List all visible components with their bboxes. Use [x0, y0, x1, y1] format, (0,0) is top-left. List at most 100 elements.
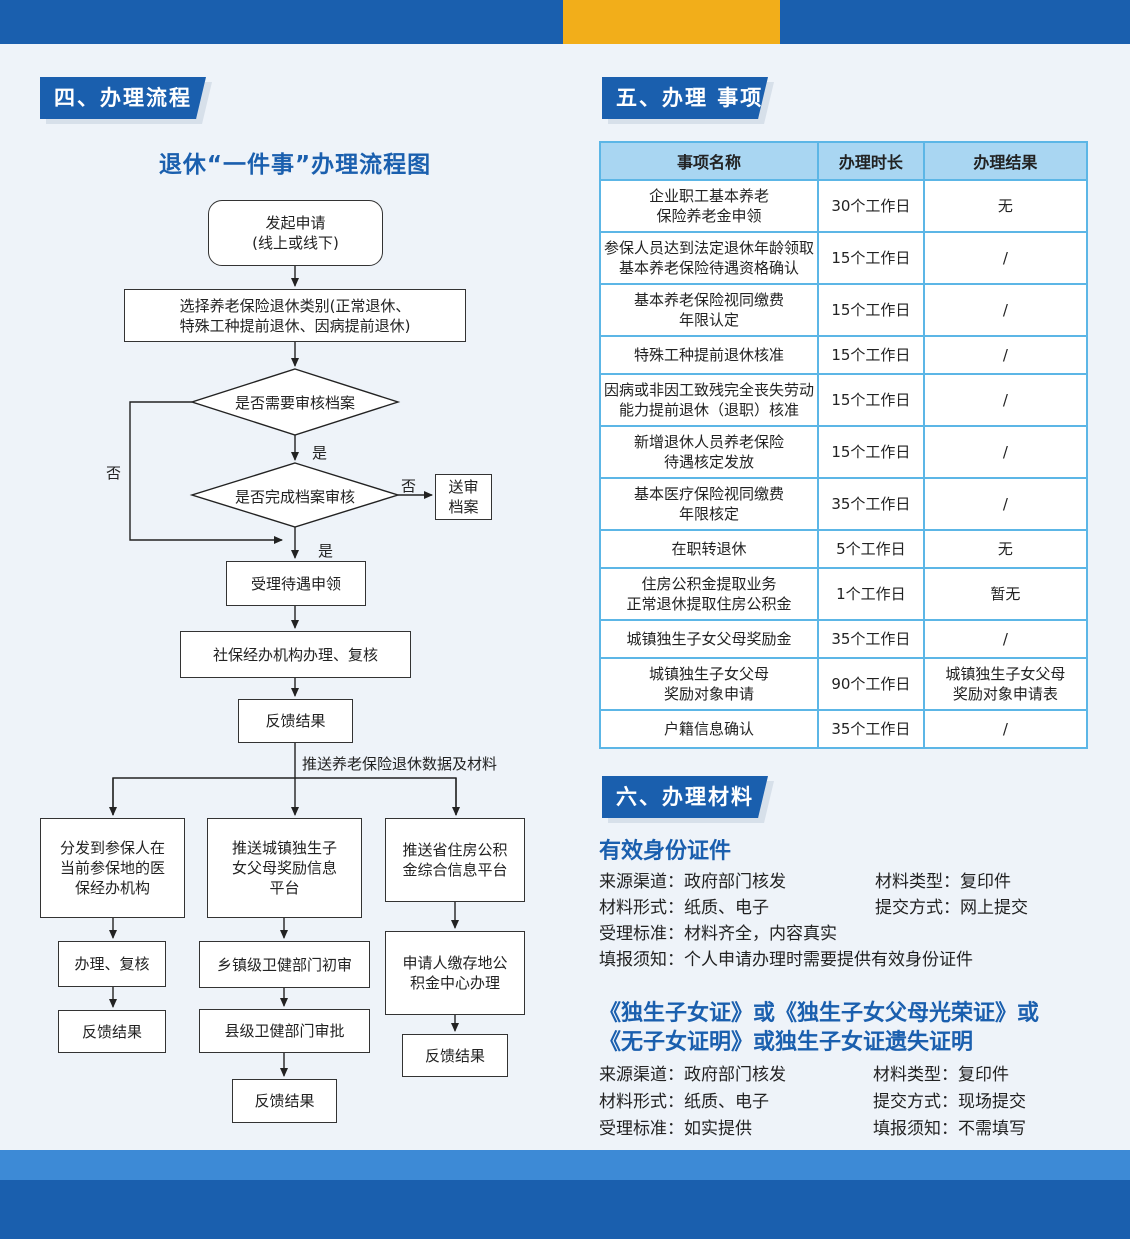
flow-b3-feedback-box: 反馈结果 — [402, 1034, 508, 1077]
table-cell-result: 无 — [922, 179, 1089, 233]
flow-send-archive-line: 档案 — [448, 498, 479, 516]
table-cell-time: 1个工作日 — [817, 567, 925, 621]
table-cell-result: / — [922, 283, 1089, 337]
table-cell-result: / — [922, 231, 1089, 285]
table-cell-line: 企业职工基本养老 — [649, 187, 770, 205]
material-field: 材料形式：纸质、电子 — [599, 898, 769, 918]
table-cell-line: / — [1002, 720, 1008, 738]
flow-branch-line: 女父母奖励信息 — [231, 859, 337, 877]
flow-b3-fund-box: 申请人缴存地公积金中心办理 — [385, 931, 525, 1015]
table-cell-line: 户籍信息确认 — [664, 720, 755, 738]
flow-accept-box: 受理待遇申领 — [226, 561, 366, 606]
material-field: 提交方式：现场提交 — [873, 1092, 1026, 1112]
flow-social-review-box: 社保经办机构办理、复核 — [180, 631, 411, 678]
table-cell-line: 保险养老金申领 — [656, 207, 762, 225]
flow-no-label: 否 — [401, 477, 417, 495]
flow-start-line: 发起申请 — [265, 214, 326, 232]
table-cell-line: / — [1002, 249, 1008, 267]
table-cell-line: / — [1002, 301, 1008, 319]
table-cell-result: / — [922, 335, 1089, 375]
table-cell-line: 在职转退休 — [671, 540, 747, 558]
table-cell-line: 奖励对象申请表 — [952, 685, 1058, 703]
top-banner-accent — [563, 0, 780, 44]
flow-b2-feedback-box: 反馈结果 — [232, 1079, 337, 1123]
table-cell-name: 在职转退休 — [598, 529, 820, 569]
flow-branch-fund-box: 推送省住房公积金综合信息平台 — [385, 818, 525, 902]
material-field: 提交方式：网上提交 — [875, 898, 1028, 918]
table-cell-name: 基本养老保险视同缴费年限认定 — [598, 283, 820, 337]
flow-branch-line: 当前参保地的医 — [59, 859, 165, 877]
flow-feedback-box: 反馈结果 — [238, 699, 353, 743]
material-certificate-title: 《无子女证明》或独生子女证遗失证明 — [599, 1030, 974, 1055]
table-cell-line: 无 — [997, 197, 1013, 215]
material-field: 填报须知：不需填写 — [873, 1119, 1026, 1139]
table-cell-line: 能力提前退休（退职）核准 — [619, 401, 800, 419]
table-cell-line: 年限认定 — [679, 311, 740, 329]
table-cell-line: 基本养老保险待遇资格确认 — [619, 259, 800, 277]
table-cell-line: 基本医疗保险视同缴费 — [634, 485, 785, 503]
table-cell-line: 暂无 — [990, 585, 1021, 603]
table-cell-line: 正常退休提取住房公积金 — [626, 595, 792, 613]
flow-send-archive-line: 送审 — [448, 478, 479, 496]
table-cell-result: / — [922, 425, 1089, 479]
section-title-items: 五、办理 事项 — [602, 77, 768, 119]
table-cell-name: 特殊工种提前退休核准 — [598, 335, 820, 375]
flow-branch-onechild-box: 推送城镇独生子女父母奖励信息平台 — [207, 818, 362, 918]
table-cell-time: 15个工作日 — [817, 283, 925, 337]
material-field: 受理标准：材料齐全，内容真实 — [599, 924, 837, 944]
table-header-cell: 办理结果 — [922, 141, 1089, 181]
table-cell-name: 参保人员达到法定退休年龄领取基本养老保险待遇资格确认 — [598, 231, 820, 285]
table-cell-line: / — [1002, 346, 1008, 364]
table-cell-name: 新增退休人员养老保险待遇核定发放 — [598, 425, 820, 479]
table-cell-time: 15个工作日 — [817, 425, 925, 479]
table-cell-name: 因病或非因工致残完全丧失劳动能力提前退休（退职）核准 — [598, 373, 820, 427]
table-cell-name: 城镇独生子女父母奖励对象申请 — [598, 657, 820, 711]
material-field: 材料类型：复印件 — [875, 872, 1011, 892]
table-cell-line: 新增退休人员养老保险 — [634, 433, 785, 451]
flow-b2-township-box: 乡镇级卫健部门初审 — [199, 941, 370, 988]
flow-branch-line: 分发到参保人在 — [59, 839, 165, 857]
flow-branch-line: 金综合信息平台 — [402, 861, 508, 879]
table-cell-result: 暂无 — [922, 567, 1089, 621]
flowchart-connectors — [109, 266, 460, 1077]
table-cell-time: 35个工作日 — [817, 709, 925, 749]
table-cell-line: / — [1002, 495, 1008, 513]
flow-branch-medical-box: 分发到参保人在当前参保地的医保经办机构 — [40, 818, 185, 918]
table-cell-line: 因病或非因工致残完全丧失劳动 — [604, 381, 815, 399]
table-cell-name: 基本医疗保险视同缴费年限核定 — [598, 477, 820, 531]
material-field: 材料形式：纸质、电子 — [599, 1092, 769, 1112]
table-cell-result: / — [922, 373, 1089, 427]
flow-start-box: 发起申请(线上或线下) — [208, 200, 383, 266]
flow-decision-archive-needed: 是否需要审核档案 — [234, 394, 355, 412]
material-field: 填报须知：个人申请办理时需要提供有效身份证件 — [599, 950, 973, 970]
flow-push-label: 推送养老保险退休数据及材料 — [302, 755, 498, 773]
table-cell-time: 35个工作日 — [817, 477, 925, 531]
table-cell-name: 住房公积金提取业务正常退休提取住房公积金 — [598, 567, 820, 621]
flow-select-box: 选择养老保险退休类别(正常退休、特殊工种提前退休、因病提前退休) — [124, 289, 466, 342]
table-cell-time: 5个工作日 — [817, 529, 925, 569]
table-cell-result: / — [922, 619, 1089, 659]
flowchart-title: 退休“一件事”办理流程图 — [158, 152, 432, 178]
table-cell-line: / — [1002, 391, 1008, 409]
flow-decision-archive-done: 是否完成档案审核 — [234, 488, 355, 506]
flow-b2-county-box: 县级卫健部门审批 — [199, 1009, 370, 1053]
table-cell-name: 企业职工基本养老保险养老金申领 — [598, 179, 820, 233]
table-cell-line: 城镇独生子女父母 — [649, 665, 770, 683]
table-cell-name: 城镇独生子女父母奖励金 — [598, 619, 820, 659]
bottom-banner-stripe — [0, 1150, 1130, 1180]
table-cell-line: 奖励对象申请 — [664, 685, 755, 703]
table-cell-time: 90个工作日 — [817, 657, 925, 711]
flow-no-label: 否 — [106, 464, 122, 482]
flow-select-line: 选择养老保险退休类别(正常退休、 — [179, 296, 411, 315]
material-field: 受理标准：如实提供 — [599, 1119, 752, 1139]
table-cell-line: 城镇独生子女父母 — [945, 665, 1066, 683]
flow-b1-review-box: 办理、复核 — [58, 941, 166, 987]
